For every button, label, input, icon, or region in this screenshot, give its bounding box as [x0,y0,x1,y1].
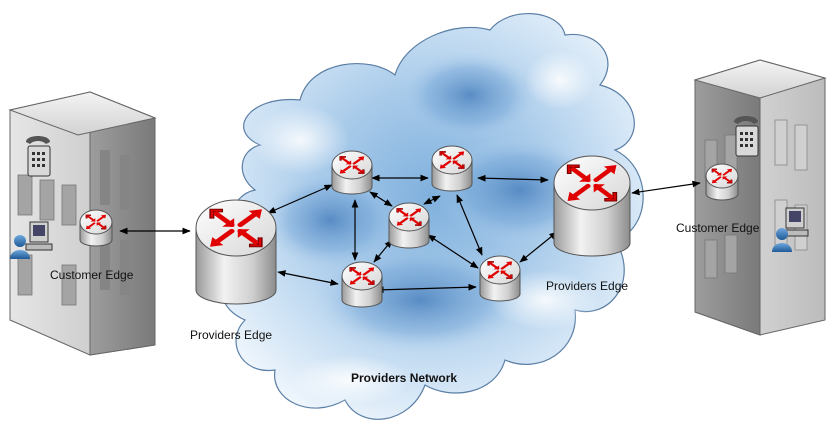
router-icon-pe-right [554,156,630,257]
router-icon-core-2 [432,146,472,192]
router-icon-core-4 [342,262,382,308]
link-r3-r5 [427,234,479,269]
link-r3-r4 [373,239,393,263]
workstation-icon-left [25,221,53,251]
link-r2-r3 [423,195,441,205]
router-icon-core-5 [480,256,520,302]
phone-icon-left [26,136,51,177]
link-pe-left-r4 [277,270,339,286]
link-r1-r3 [369,191,393,207]
router-icon-pe-left [196,200,276,305]
workstation-icon-right [781,207,809,237]
link-pe-right-ce-right [631,180,701,196]
label-customer-edge-right: Customer Edge [676,221,760,235]
label-providers-edge-right: Providers Edge [546,279,629,293]
phone-icon-right [734,116,759,157]
link-r2-pe-right [477,174,549,184]
link-r5-pe-right [519,231,558,263]
label-providers-network: Providers Network [351,371,458,385]
router-icon-ce-left [80,210,112,247]
links [119,174,701,294]
router-icon-core-3 [389,203,429,249]
link-pe-left-r1 [267,184,333,214]
link-r4-r5 [375,283,477,294]
label-customer-edge-left: Customer Edge [50,268,134,282]
router-icon-core-1 [332,151,372,195]
router-icon-ce-right [706,164,738,201]
user-icon-left [10,235,30,259]
user-icon-right [772,228,792,252]
label-providers-edge-left: Providers Edge [190,328,273,342]
